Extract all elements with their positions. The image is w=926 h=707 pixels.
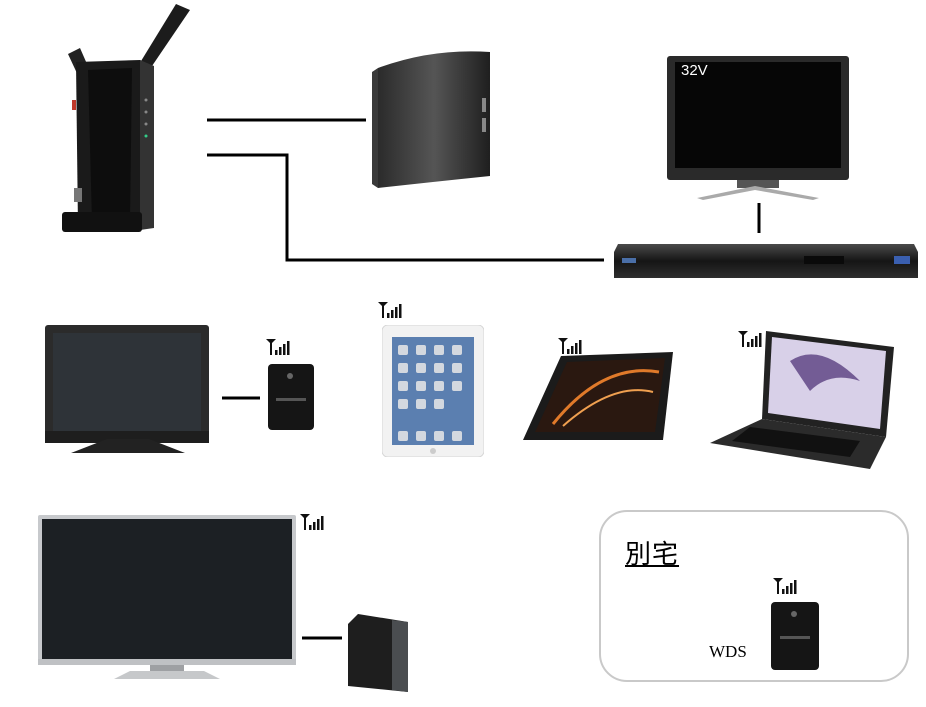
external-hdd-icon <box>348 614 408 692</box>
tablet-icon-sony <box>523 352 675 448</box>
wireless-media-client-icon <box>268 364 314 430</box>
tablet-icon-ipad <box>381 324 485 458</box>
bluray-recorder-icon <box>614 240 919 282</box>
television-icon-32v: 32V <box>667 56 849 204</box>
wireless-router-icon <box>58 0 193 240</box>
wifi-signal-icon <box>773 578 797 594</box>
wifi-signal-icon <box>266 339 290 355</box>
television-icon <box>45 325 209 455</box>
tv-size-label: 32V <box>681 62 708 79</box>
router-to-recorder-wire <box>207 153 604 262</box>
wifi-signal-icon <box>738 331 762 347</box>
wireless-media-client-icon <box>771 602 819 670</box>
media-server-icon <box>372 48 494 194</box>
annex-title: 別宅 <box>625 540 680 570</box>
laptop-icon <box>710 331 895 471</box>
wifi-signal-icon <box>300 514 324 530</box>
annex-group: 別宅 WDS <box>599 510 909 682</box>
wifi-signal-icon <box>558 338 582 354</box>
wds-label: WDS <box>709 642 747 661</box>
television-icon-large <box>38 515 296 680</box>
wifi-signal-icon <box>378 302 402 318</box>
